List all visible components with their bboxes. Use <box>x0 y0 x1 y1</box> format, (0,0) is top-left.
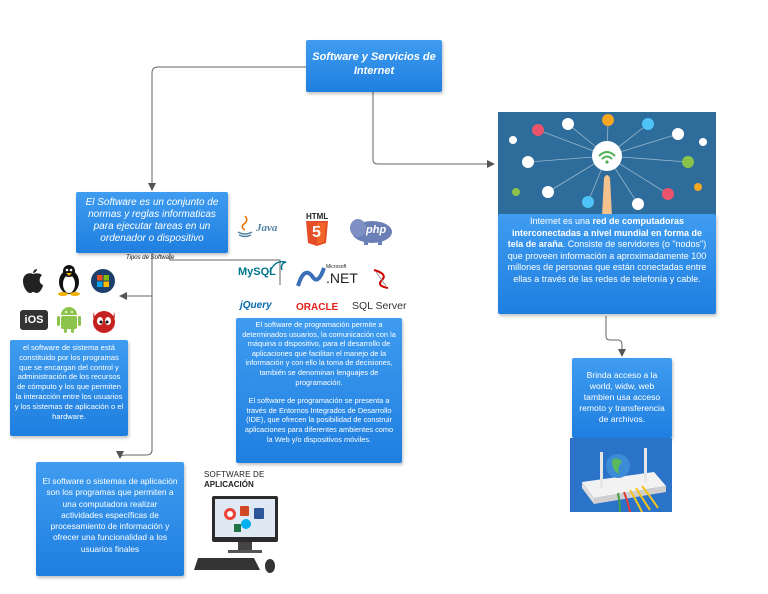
internet-text-pre: Internet es una <box>529 216 593 226</box>
main-title-box: Software y Servicios de Internet <box>306 40 442 92</box>
computer-icon <box>194 496 278 573</box>
router-image <box>570 438 672 512</box>
sqlserver-text: SQL Server <box>352 298 406 316</box>
ios-icon: iOS <box>20 310 48 330</box>
freebsd-icon <box>93 311 115 333</box>
app-software-image: SOFTWARE DE APLICACIÓN <box>194 470 286 574</box>
internet-text-post: . Consiste de servidores (o "nodos") que… <box>507 239 707 284</box>
mysql-logo-icon: MySQL <box>238 258 288 284</box>
oracle-label: ORACLE <box>296 302 339 313</box>
android-icon <box>57 307 81 333</box>
app-image-caption-2: APLICACIÓN <box>204 480 254 489</box>
network-nodes-icon <box>509 114 707 216</box>
connector-title-to-internet <box>372 92 495 168</box>
html5-label: HTML <box>306 212 329 221</box>
network-image <box>498 112 716 216</box>
app-software-text: El software o sistemas de aplicación son… <box>42 476 178 554</box>
dotnet-label: .NET <box>326 270 358 286</box>
programming-logos: Java HTML 5 php MySQL Microsoft .NET <box>234 210 406 316</box>
html5-logo-icon: HTML 5 <box>304 212 334 246</box>
connector-internet-to-access <box>605 316 626 357</box>
php-label: php <box>366 224 387 236</box>
main-title: Software y Servicios de Internet <box>312 51 436 77</box>
programming-software-p1: El software de programación permite a de… <box>242 320 396 387</box>
php-logo-icon: php <box>348 216 400 246</box>
connector-title-to-software <box>148 66 306 191</box>
access-text: Brinda acceso a la world, widw, web tamb… <box>579 370 665 424</box>
jquery-logo-icon: jQuery <box>236 300 286 316</box>
internet-text-bold: red de computadoras interconectadas a ni… <box>507 216 703 250</box>
internet-box: Internet es una red de computadoras inte… <box>498 214 716 314</box>
access-box: Brinda acceso a la world, widw, web tamb… <box>572 358 672 438</box>
os-logos: iOS <box>18 264 122 338</box>
tipos-label: Tipos de Software <box>126 255 175 261</box>
sqlserver-label: SQL Server <box>352 300 407 312</box>
software-definition: El Software es un conjunto de normas y r… <box>85 197 219 244</box>
sqlserver-logo-icon <box>362 268 404 316</box>
linux-tux-icon <box>58 265 80 296</box>
ios-label: iOS <box>24 314 44 326</box>
router-globe-icon <box>570 438 672 512</box>
app-software-box: El software o sistemas de aplicación son… <box>36 462 184 576</box>
java-label: Java <box>256 222 278 234</box>
oracle-logo-icon: ORACLE <box>294 302 348 316</box>
connector-software-to-programming <box>169 253 281 285</box>
app-image-caption-1: SOFTWARE DE <box>204 470 265 479</box>
mysql-label: MySQL <box>238 266 276 278</box>
system-software-box: el software de sistema está constituido … <box>10 340 128 436</box>
software-definition-box: El Software es un conjunto de normas y r… <box>76 192 228 253</box>
apple-icon <box>23 269 43 293</box>
java-logo-icon: Java <box>236 214 286 240</box>
jquery-label: jQuery <box>240 300 272 311</box>
dotnet-logo-icon: Microsoft .NET <box>296 264 360 290</box>
microsoft-label: Microsoft <box>326 264 347 270</box>
windows-icon <box>91 269 115 293</box>
html5-number: 5 <box>312 224 321 241</box>
programming-software-box: El software de programación permite a de… <box>236 318 402 463</box>
connector-software-to-app <box>116 296 153 459</box>
programming-software-p2: El software de programación se presenta … <box>244 396 394 444</box>
system-software-text: el software de sistema está constituido … <box>14 343 124 421</box>
